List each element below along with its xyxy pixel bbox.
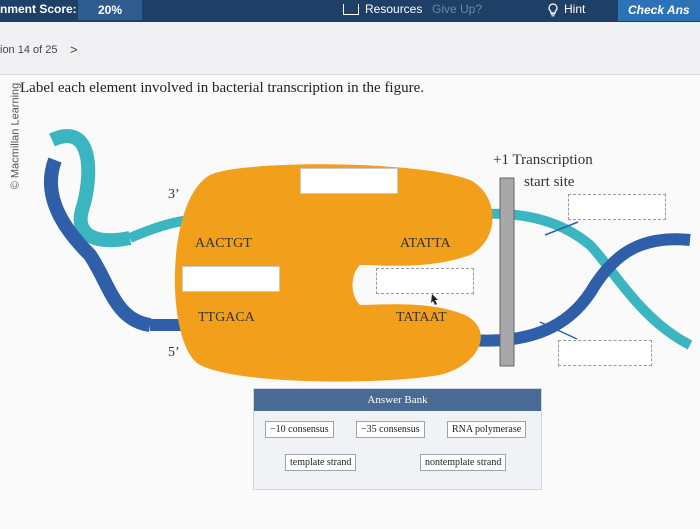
cursor-icon [431,294,438,305]
five-prime-label: 5’ [168,345,180,360]
check-answer-button[interactable]: Check Ans [618,0,700,21]
three-prime-label: 3’ [168,187,180,202]
hint-button[interactable]: Hint [548,0,585,20]
lightbulb-icon [548,3,558,17]
assignment-score-value: 20% [78,0,142,20]
drop-target-minus10[interactable] [376,268,474,294]
question-prompt: Label each element involved in bacterial… [20,80,425,96]
answer-bank: Answer Bank [253,388,542,490]
drop-target-minus35[interactable] [182,266,280,292]
top-bar: nment Score: 20% Resources Give Up? Hint… [0,0,700,22]
nontemplate-strand-left [49,129,132,248]
drop-target-polymerase[interactable] [300,168,398,194]
answer-chip-minus35[interactable]: −35 consensus [356,421,425,438]
sequence-atatta: ATATTA [400,236,451,251]
next-question-chevron-icon[interactable]: > [70,42,78,57]
sequence-ttgaca: TTGACA [198,310,255,325]
assignment-score-label: nment Score: [0,2,77,16]
start-site-marker [499,177,515,367]
resources-label: Resources [365,2,423,16]
start-site-label-line2: start site [524,174,575,190]
nontemplate-strand-right [469,208,693,350]
answer-chip-rna-polymerase[interactable]: RNA polymerase [447,421,527,438]
template-strand-right [469,233,691,347]
answer-chip-minus10[interactable]: −10 consensus [265,421,334,438]
answer-bank-title: Answer Bank [254,389,541,411]
sequence-aactgt: AACTGT [195,236,252,251]
question-number: ion 14 of 25 [0,44,58,56]
drop-target-nontemplate[interactable] [568,194,666,220]
template-strand-left [43,157,152,332]
answer-chip-template-strand[interactable]: template strand [285,454,357,471]
sequence-tataat: TATAAT [396,310,447,325]
drop-target-template[interactable] [558,340,652,366]
rna-polymerase-shape [174,164,493,382]
answer-chip-nontemplate-strand[interactable]: nontemplate strand [420,454,507,471]
start-site-label-line1: +1 Transcription [493,152,593,168]
leader-line-upper [544,221,579,236]
hint-label: Hint [564,2,586,16]
resources-icon [343,4,359,16]
give-up-label: Give Up? [432,2,483,16]
resources-button[interactable]: Resources [343,0,422,20]
question-nav-bar: ion 14 of 25 > [0,22,700,75]
give-up-button[interactable]: Give Up? [432,0,482,20]
leader-line-lower [539,321,578,340]
